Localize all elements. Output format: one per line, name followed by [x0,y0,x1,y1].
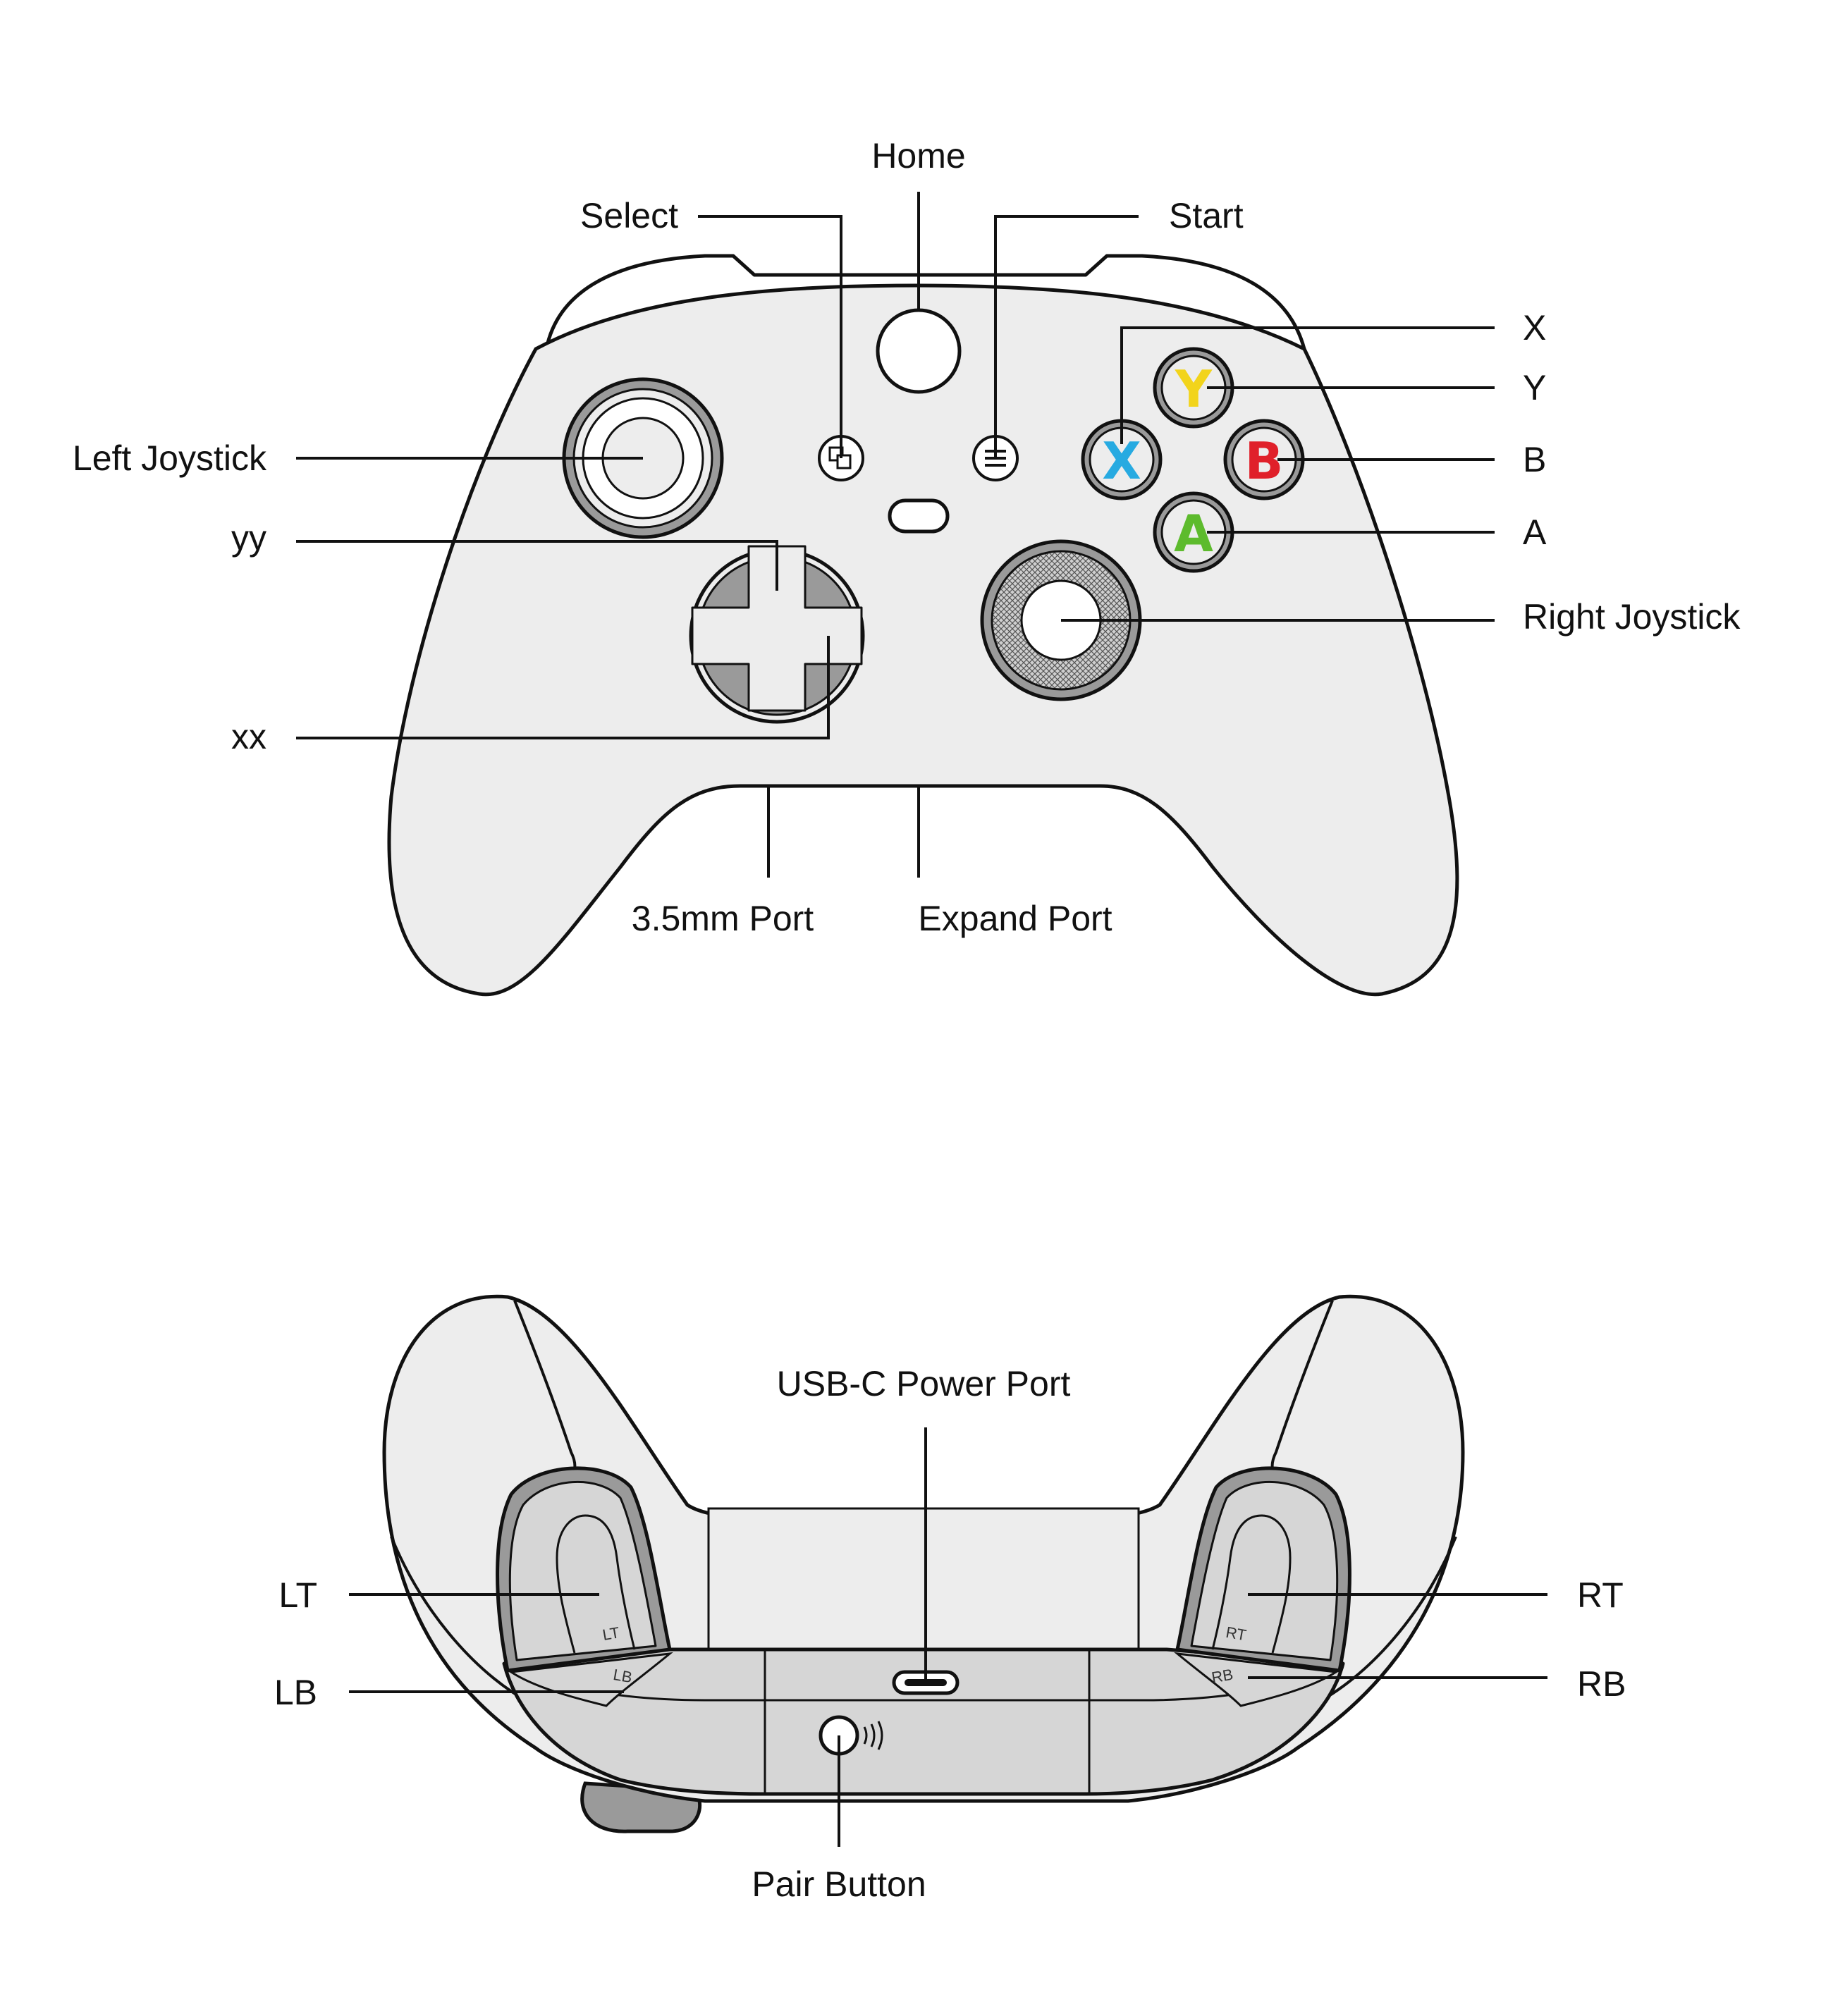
port-35-label: 3.5mm Port [632,899,814,938]
lb-bumper-mark: LB [612,1666,634,1686]
a-button-letter: A [1174,504,1213,563]
rt-trigger[interactable]: RT [1175,1466,1351,1673]
back-view: LT LB RT RB [274,1294,1626,1904]
wireless-signal-icon [863,1721,883,1750]
a-button[interactable]: A [1153,491,1234,573]
right-joystick-label: Right Joystick [1523,597,1741,637]
lt-trigger[interactable]: LT [496,1466,672,1673]
front-view: Y B X A [73,136,1741,997]
b-label: B [1523,440,1546,479]
back-lower-band [502,1647,1345,1796]
select-label: Select [580,196,678,235]
lb-bumper[interactable]: LB [508,1652,673,1707]
rt-trigger-mark: RT [1225,1623,1248,1645]
center-cavity [707,1507,1140,1651]
rb-bumper[interactable]: RB [1174,1652,1340,1707]
lt-label: LT [278,1575,317,1615]
y-button-letter: Y [1175,359,1213,419]
yy-label: yy [231,518,266,558]
lt-trigger-mark: LT [601,1623,621,1644]
rb-bumper-mark: RB [1210,1666,1234,1687]
a-label: A [1523,512,1547,552]
xx-label: xx [231,717,266,756]
start-label: Start [1169,196,1244,235]
y-label: Y [1523,368,1546,407]
home-label: Home [871,136,965,176]
x-label: X [1523,308,1546,348]
b-button-letter: B [1245,431,1284,491]
rt-label: RT [1577,1575,1624,1615]
b-button[interactable]: B [1223,419,1305,500]
rb-label: RB [1577,1664,1626,1704]
back-leader-lines [349,1427,1547,1847]
lb-label: LB [274,1673,317,1712]
share-button[interactable] [888,498,950,534]
left-joystick-label: Left Joystick [73,438,267,478]
y-button[interactable]: Y [1153,347,1234,429]
front-leader-lines [296,192,1495,878]
expand-port-label: Expand Port [918,899,1112,938]
x-button[interactable]: X [1081,419,1163,500]
usb-c-label: USB-C Power Port [777,1364,1071,1403]
home-button[interactable] [876,308,962,394]
pair-button-label: Pair Button [752,1864,926,1904]
